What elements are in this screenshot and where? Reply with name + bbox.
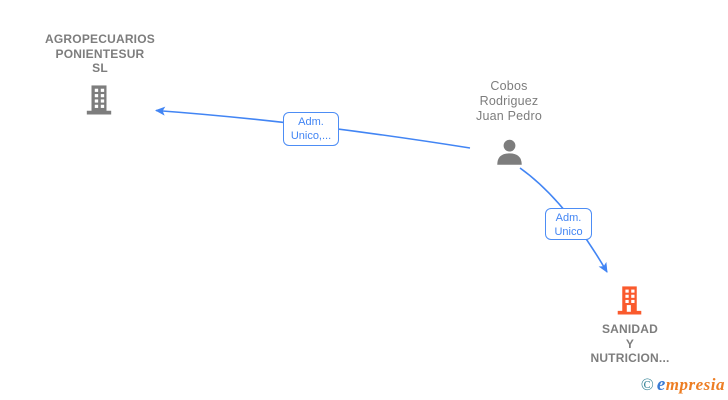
company-label-agropecuarios[interactable]: AGROPECUARIOS PONIENTESUR SL <box>24 32 176 76</box>
label-line: SL <box>92 61 108 75</box>
label-line: Unico <box>554 226 583 238</box>
edge-label-adm-unico-2[interactable]: Adm. Unico <box>545 208 592 240</box>
label-line: NUTRICION... <box>590 351 670 365</box>
building-icon[interactable] <box>615 284 644 316</box>
company-label-sanidad[interactable]: SANIDAD Y NUTRICION... <box>555 322 705 366</box>
person-label-cobos[interactable]: Cobos Rodriguez Juan Pedro <box>434 79 584 124</box>
label-line: Adm. <box>555 212 582 224</box>
label-line: Juan Pedro <box>476 109 542 123</box>
label-line: PONIENTESUR <box>55 46 145 61</box>
edge-label-adm-unico-1[interactable]: Adm. Unico,... <box>283 112 339 146</box>
brand-wordmark: empresia <box>656 374 725 395</box>
label-line: AGROPECUARIOS <box>45 32 155 46</box>
label-line: Cobos <box>490 79 528 93</box>
brand-letter-e: e <box>656 374 666 395</box>
building-icon[interactable] <box>84 83 114 116</box>
brand-rest: mpresia <box>665 375 725 394</box>
label-line: Adm. <box>298 116 324 128</box>
copyright-icon: © <box>640 375 654 394</box>
empresia-logo[interactable]: ©empresia <box>641 374 725 396</box>
label-line: Unico,... <box>290 130 332 142</box>
label-line: Y <box>625 336 635 351</box>
label-line: SANIDAD <box>601 322 659 336</box>
person-icon[interactable] <box>495 137 524 167</box>
label-line: Rodriguez <box>479 94 539 108</box>
